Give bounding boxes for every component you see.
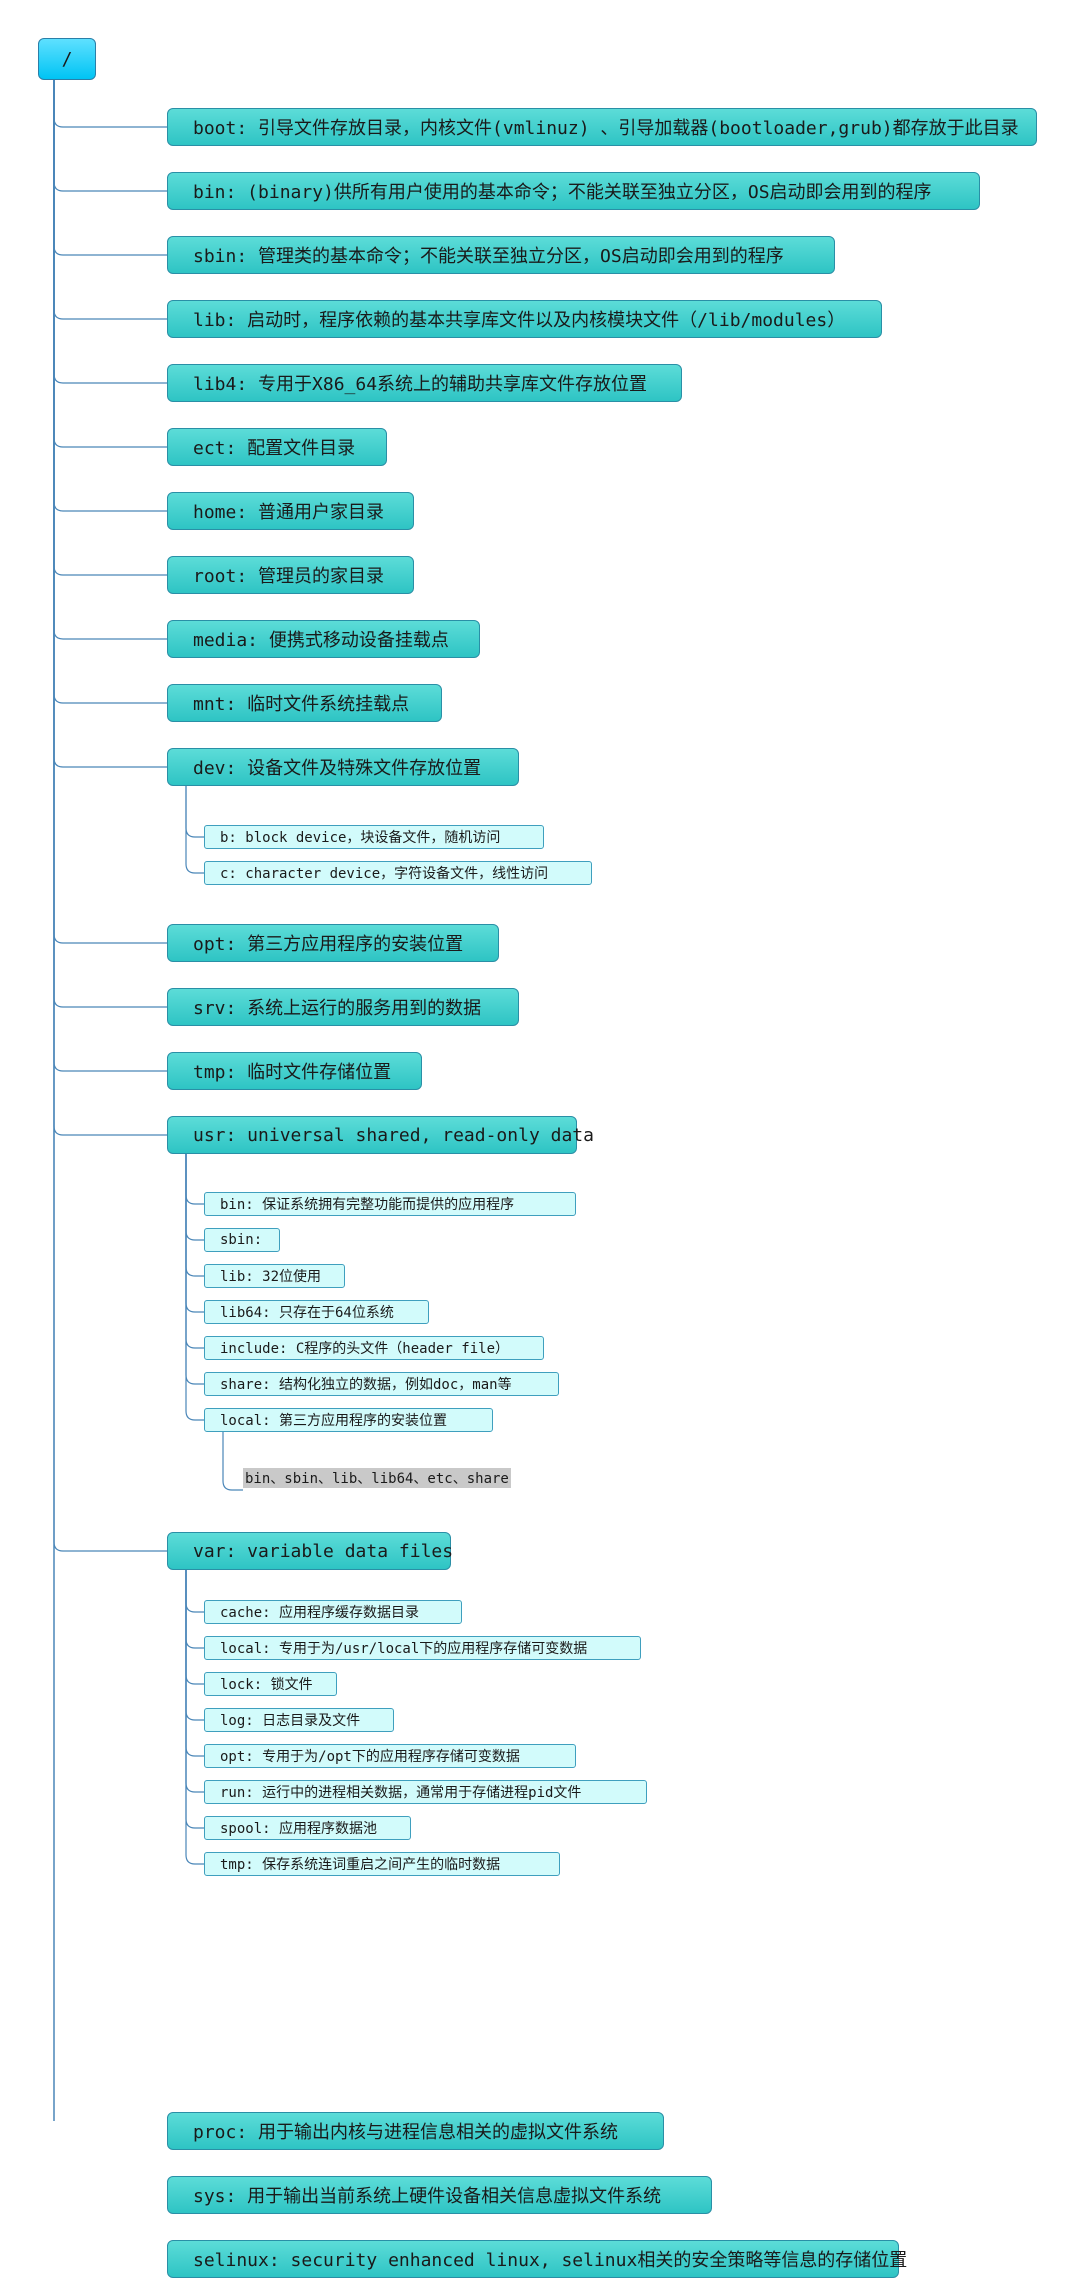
node-var-local: local: 专用于为/usr/local下的应用程序存储可变数据 xyxy=(204,1636,641,1660)
connector-line xyxy=(185,1570,204,1793)
node-var-tmp: tmp: 保存系统连词重启之间产生的临时数据 xyxy=(204,1852,560,1876)
connector-line xyxy=(185,1154,204,1205)
connector-line xyxy=(53,80,167,1136)
root-node: / xyxy=(38,38,96,80)
connector-line xyxy=(53,80,167,704)
node-usr-sbin: sbin: xyxy=(204,1228,280,1252)
node-usr-share: share: 结构化独立的数据，例如doc，man等 xyxy=(204,1372,559,1396)
node-usr-lib: lib: 32位使用 xyxy=(204,1264,345,1288)
node-proc: proc: 用于输出内核与进程信息相关的虚拟文件系统 xyxy=(167,2112,664,2150)
node-usr-local-sub: bin、sbin、lib、lib64、etc、share xyxy=(243,1468,511,1488)
node-sbin: sbin: 管理类的基本命令；不能关联至独立分区，OS启动即会用到的程序 xyxy=(167,236,835,274)
node-sys: sys: 用于输出当前系统上硬件设备相关信息虚拟文件系统 xyxy=(167,2176,712,2214)
node-bin: bin: (binary)供所有用户使用的基本命令；不能关联至独立分区，OS启动… xyxy=(167,172,980,210)
connector-line xyxy=(53,80,167,1552)
connector-line xyxy=(53,80,55,2121)
node-tmp: tmp: 临时文件存储位置 xyxy=(167,1052,422,1090)
node-ect: ect: 配置文件目录 xyxy=(167,428,387,466)
node-dev: dev: 设备文件及特殊文件存放位置 xyxy=(167,748,519,786)
node-usr-include: include: C程序的头文件（header file） xyxy=(204,1336,544,1360)
node-var-opt: opt: 专用于为/opt下的应用程序存储可变数据 xyxy=(204,1744,576,1768)
node-usr-bin: bin: 保证系统拥有完整功能而提供的应用程序 xyxy=(204,1192,576,1216)
node-media: media: 便携式移动设备挂载点 xyxy=(167,620,480,658)
connector-line xyxy=(185,1570,204,1613)
connector-line xyxy=(185,1570,204,1721)
node-mnt: mnt: 临时文件系统挂载点 xyxy=(167,684,442,722)
connector-line xyxy=(53,80,167,1008)
connector-line xyxy=(53,80,55,2121)
node-opt: opt: 第三方应用程序的安装位置 xyxy=(167,924,499,962)
node-lib4: lib4: 专用于X86_64系统上的辅助共享库文件存放位置 xyxy=(167,364,682,402)
node-dev-c: c: character device，字符设备文件，线性访问 xyxy=(204,861,592,885)
node-usr: usr: universal shared, read-only data xyxy=(167,1116,594,1154)
node-boot: boot: 引导文件存放目录，内核文件(vmlinuz) 、引导加载器(boot… xyxy=(167,108,1037,146)
connector-line xyxy=(185,786,204,874)
node-var-lock: lock: 锁文件 xyxy=(204,1672,337,1696)
connector-line xyxy=(53,80,167,128)
connector-line xyxy=(185,1570,204,1649)
node-var-log: log: 日志目录及文件 xyxy=(204,1708,394,1732)
node-selinux: selinux: security enhanced linux, selinu… xyxy=(167,2240,907,2278)
node-var-spool: spool: 应用程序数据池 xyxy=(204,1816,411,1840)
node-home: home: 普通用户家目录 xyxy=(167,492,414,530)
connector-lines xyxy=(53,80,243,2121)
connector-line xyxy=(185,1154,204,1421)
connector-line xyxy=(185,1154,204,1385)
node-srv: srv: 系统上运行的服务用到的数据 xyxy=(167,988,519,1026)
connector-line xyxy=(53,80,167,256)
node-lib: lib: 启动时，程序依赖的基本共享库文件以及内核模块文件（/lib/modul… xyxy=(167,300,882,338)
connector-line xyxy=(222,1432,243,1491)
connector-line xyxy=(53,80,167,384)
connector-line xyxy=(185,1570,204,1757)
connector-line xyxy=(53,80,167,640)
node-usr-lib64: lib64: 只存在于64位系统 xyxy=(204,1300,429,1324)
connector-line xyxy=(185,786,204,838)
connector-line xyxy=(53,80,167,576)
connector-line xyxy=(185,1154,204,1313)
connector-line xyxy=(53,80,167,192)
connector-line xyxy=(185,1154,204,1241)
connector-line xyxy=(53,80,167,448)
node-dev-b: b: block device，块设备文件，随机访问 xyxy=(204,825,544,849)
connector-line xyxy=(185,1154,204,1277)
connector-line xyxy=(53,80,167,320)
connector-line xyxy=(185,1570,204,1865)
connector-line xyxy=(53,80,55,2121)
connector-line xyxy=(185,1154,204,1349)
node-var-run: run: 运行中的进程相关数据，通常用于存储进程pid文件 xyxy=(204,1780,647,1804)
node-usr-local: local: 第三方应用程序的安装位置 xyxy=(204,1408,493,1432)
connector-line xyxy=(53,80,167,768)
node-var-cache: cache: 应用程序缓存数据目录 xyxy=(204,1600,462,1624)
node-root: root: 管理员的家目录 xyxy=(167,556,414,594)
node-var: var: variable data files xyxy=(167,1532,453,1570)
connector-line xyxy=(53,80,167,512)
connector-line xyxy=(185,1570,204,1685)
